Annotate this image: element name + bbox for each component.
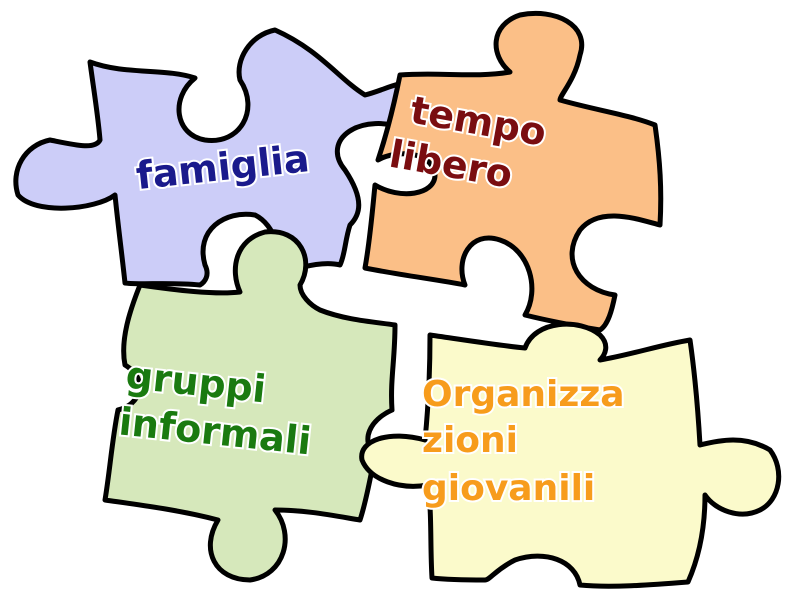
puzzle-piece-famiglia: famiglia <box>13 27 413 288</box>
organizzazioni-label: Organizza zioni giovanili <box>422 374 637 509</box>
organizzazioni-line-3: giovanili <box>422 468 595 509</box>
organizzazioni-line-1: Organizza <box>422 374 625 415</box>
organizzazioni-line-2: zioni <box>422 420 518 461</box>
organizzazioni-piece-shape <box>359 321 782 589</box>
puzzle-piece-gruppi-informali: gruppi informali <box>102 229 398 583</box>
puzzle-piece-organizzazioni-giovanili: Organizza zioni giovanili <box>359 321 782 589</box>
puzzle-piece-tempo-libero: tempo libero <box>362 10 664 333</box>
gruppi-informali-piece-shape <box>102 229 398 583</box>
tempo-libero-piece-shape <box>362 10 664 333</box>
famiglia-piece-shape <box>13 27 413 288</box>
